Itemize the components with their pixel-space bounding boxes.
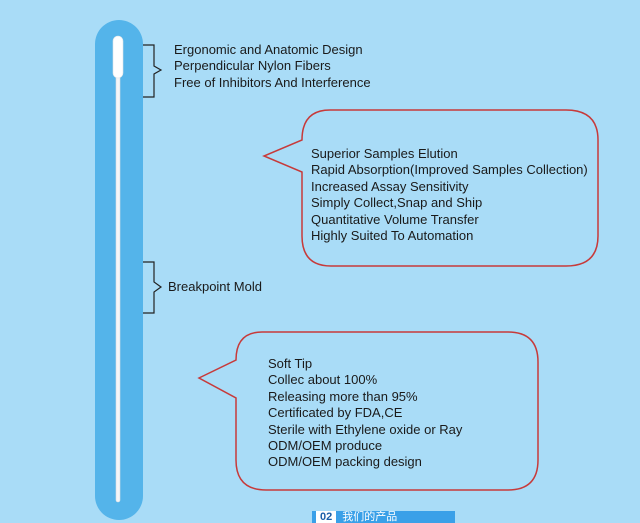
feature-item: Perpendicular Nylon Fibers — [174, 58, 331, 74]
bubble-1-item: Highly Suited To Automation — [311, 227, 474, 243]
bubble-1-item: Rapid Absorption(Improved Samples Collec… — [311, 162, 588, 178]
feature-item: Ergonomic and Anatomic Design — [174, 42, 363, 57]
feature-item: Free of Inhibitors And Interference — [174, 74, 371, 90]
bubble-1-item: Simply Collect,Snap and Ship — [311, 195, 483, 211]
breakpoint-bracket — [143, 261, 163, 314]
swab-tip — [112, 35, 124, 79]
section-badge: 02 我们的产品 — [312, 511, 455, 523]
bubble-2-item: ODM/OEM produce — [268, 437, 383, 453]
top-features-list: Ergonomic and Anatomic Design Perpendicu… — [174, 42, 371, 91]
section-number: 02 — [316, 511, 337, 523]
features-bracket — [143, 44, 163, 98]
bubble-1-item: Quantitative Volume Transfer — [311, 211, 479, 227]
breakpoint-label: Breakpoint Mold — [168, 279, 262, 294]
bubble-1-list: Superior Samples Elution Rapid Absorptio… — [311, 146, 588, 244]
speech-bubble-2 — [197, 331, 539, 491]
speech-bubble-1 — [262, 109, 599, 267]
bubble-2-item: Collec about 100% — [268, 372, 378, 388]
bubble-2-item: ODM/OEM packing design — [268, 454, 422, 470]
bubble-1-item: Increased Assay Sensitivity — [311, 178, 469, 194]
bubble-2-item: Sterile with Ethylene oxide or Ray — [268, 421, 463, 437]
swab-stick — [115, 69, 121, 503]
section-title: 我们的产品 — [342, 511, 398, 523]
bubble-2-item: Soft Tip — [268, 356, 313, 371]
bubble-1-item: Superior Samples Elution — [311, 146, 458, 161]
bubble-2-list: Soft Tip Collec about 100% Releasing mor… — [268, 356, 462, 471]
bubble-2-item: Releasing more than 95% — [268, 388, 418, 404]
bubble-2-item: Certificated by FDA,CE — [268, 405, 403, 421]
